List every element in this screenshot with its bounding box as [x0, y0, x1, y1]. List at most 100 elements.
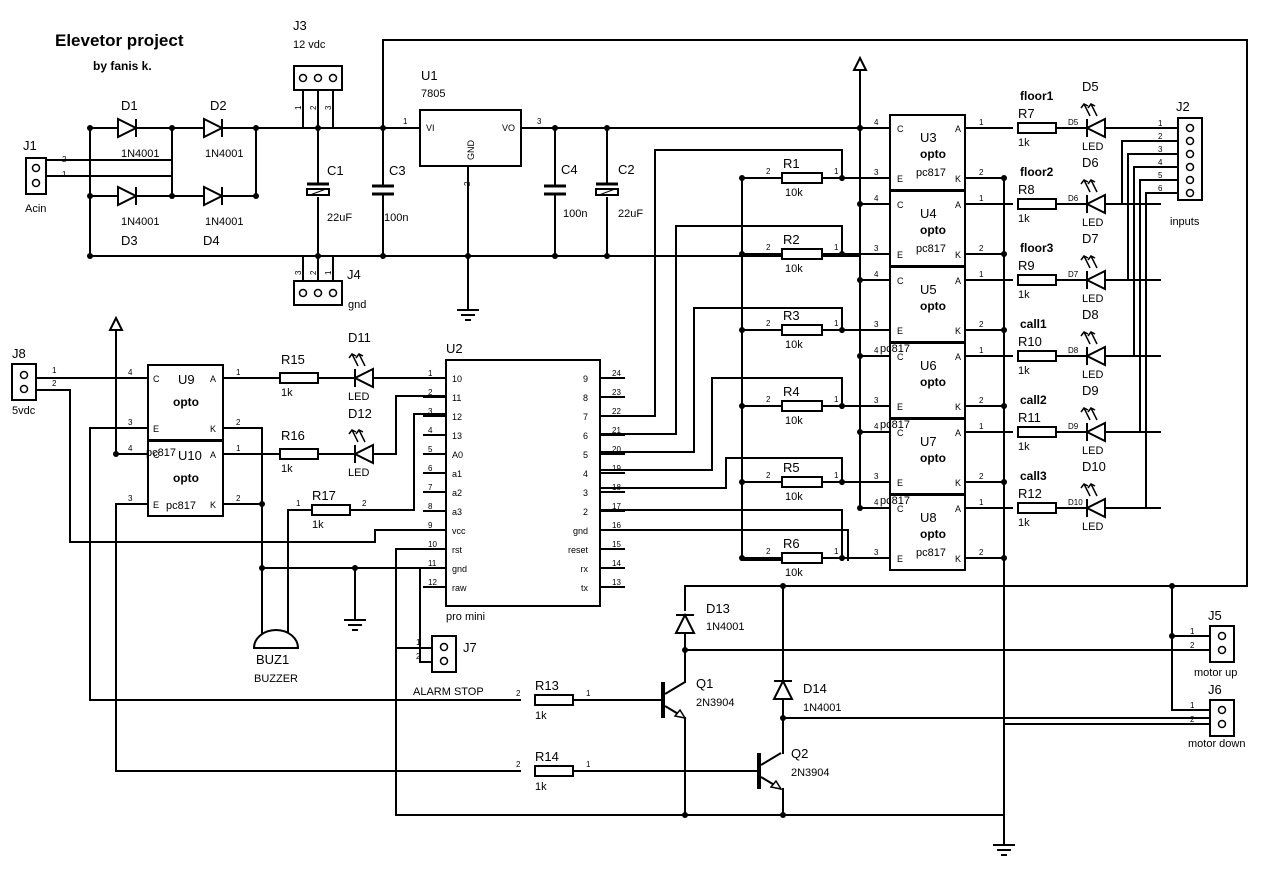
u9-e-to-r13: [89, 427, 521, 701]
led-arrow: [351, 429, 359, 443]
opto-ref: U8: [920, 510, 937, 525]
d3-ref: D3: [121, 233, 138, 248]
channel-resistor-value: 1k: [1018, 441, 1030, 453]
connector-pin: [439, 656, 449, 666]
j1-label: Acin: [25, 203, 46, 215]
opto-pin-num: 3: [874, 168, 879, 177]
led-arrow-head: [1087, 331, 1096, 337]
resistor-body: [1017, 198, 1057, 210]
u2-right-pin-label: 8: [583, 393, 588, 403]
u2-right-pin-num: 15: [612, 540, 621, 549]
u2-left-pin-num: 12: [428, 578, 437, 587]
opto-2-body: [889, 266, 966, 343]
junction-dot: [87, 125, 93, 131]
wire: [372, 395, 447, 455]
opto-pin-num: 2: [979, 168, 984, 177]
j2-pin: 5: [1158, 171, 1163, 180]
j3-pin: 3: [324, 105, 333, 110]
connector-pin: [298, 288, 308, 298]
u1-pin-num: 2: [463, 181, 472, 186]
pull-resistor-value: 10k: [785, 339, 803, 351]
left-led-ref: D12: [348, 406, 372, 421]
cap-hatch: [309, 188, 327, 196]
wire: [1139, 179, 1187, 433]
channel-led-ref: D5: [1082, 79, 1099, 94]
pull-resistor-value: 10k: [785, 263, 803, 275]
led-arrow: [1090, 179, 1098, 193]
opto-left-pin-num: 4: [128, 368, 133, 377]
page-title: Elevetor project: [55, 31, 184, 50]
u2-left-pin-label: 12: [452, 412, 462, 422]
opto-pin-k: K: [955, 402, 961, 412]
j3-pin: 1: [294, 105, 303, 110]
u2-left-pin-label: rst: [452, 545, 462, 555]
junction-dot: [380, 125, 386, 131]
mcu-2: [599, 509, 843, 561]
wire: [1133, 166, 1187, 357]
u2-left-pin-num: 6: [428, 464, 433, 473]
opto-pin-e: E: [897, 478, 903, 488]
connector-pin: [1217, 631, 1227, 641]
opto-pin-num: 3: [874, 244, 879, 253]
left-led-ref: D11: [348, 330, 371, 345]
mcu-3: [599, 457, 843, 489]
opto-pin-k: K: [955, 174, 961, 184]
vcc-arrow-symbol: [108, 315, 124, 331]
opto-pin-num: 2: [979, 548, 984, 557]
j8-pin: 1: [52, 366, 57, 375]
opto-left-overlap-part: pc817: [146, 447, 176, 459]
u2-right-pin-label: gnd: [573, 526, 588, 536]
resistor-body: [534, 765, 574, 777]
opto-pin-num: 4: [874, 118, 879, 127]
channel-resistor-pin: D8: [1068, 346, 1079, 355]
channel-resistor-ref: R10: [1018, 334, 1042, 349]
u2-right-pin-num: 22: [612, 407, 621, 416]
top-loop: [382, 39, 1248, 611]
connector-pin: [1217, 705, 1227, 715]
opto-pin-num: 3: [874, 472, 879, 481]
led-arrow: [1083, 103, 1091, 117]
j4-label: gnd: [348, 299, 366, 311]
c3-value: 100n: [384, 212, 408, 224]
connector-pin: [1185, 123, 1195, 133]
j8-ref: J8: [12, 346, 26, 361]
opto-left-pin-k: K: [210, 500, 216, 510]
junction-dot: [682, 647, 688, 653]
junction-dot: [604, 253, 610, 259]
opto-pin-num: 1: [979, 118, 984, 127]
connector-pin: [19, 384, 29, 394]
opto-pin-a: A: [955, 124, 961, 134]
opto-pin-c: C: [897, 276, 904, 286]
junction-dot: [380, 253, 386, 259]
j5-ref: J5: [1208, 608, 1222, 623]
r13-pin: 1: [586, 689, 591, 698]
u2-left-pin-num: 2: [428, 388, 433, 397]
led-arrow: [1090, 407, 1098, 421]
j2-label: inputs: [1170, 216, 1200, 228]
u1-pin-vi: VI: [426, 123, 435, 133]
diode-body: [1084, 497, 1106, 519]
resistor-body: [1017, 350, 1057, 362]
pull-resistor-pin: 1: [834, 319, 839, 328]
junction-dot: [857, 277, 863, 283]
mcu-5: [599, 307, 843, 453]
pull-resistor-pin: 1: [834, 167, 839, 176]
j3-label: 12 vdc: [293, 39, 326, 51]
j6-label: motor down: [1188, 738, 1245, 750]
channel-led-value: LED: [1082, 293, 1103, 305]
opto-left-pin-e: E: [153, 424, 159, 434]
opto-pin-a: A: [955, 352, 961, 362]
opto-pin-e: E: [897, 402, 903, 412]
opto-pin-k: K: [955, 250, 961, 260]
resistor-body: [279, 448, 319, 460]
connector-pin: [19, 370, 29, 380]
u2-right-pin-label: reset: [568, 545, 589, 555]
opto-name: opto: [920, 147, 946, 161]
junction-dot: [1001, 175, 1007, 181]
junction-dot: [1001, 555, 1007, 561]
opto-pin-e: E: [897, 174, 903, 184]
junction-dot: [1169, 583, 1175, 589]
diode-body: [1084, 345, 1106, 367]
c2-ref: C2: [618, 162, 635, 177]
